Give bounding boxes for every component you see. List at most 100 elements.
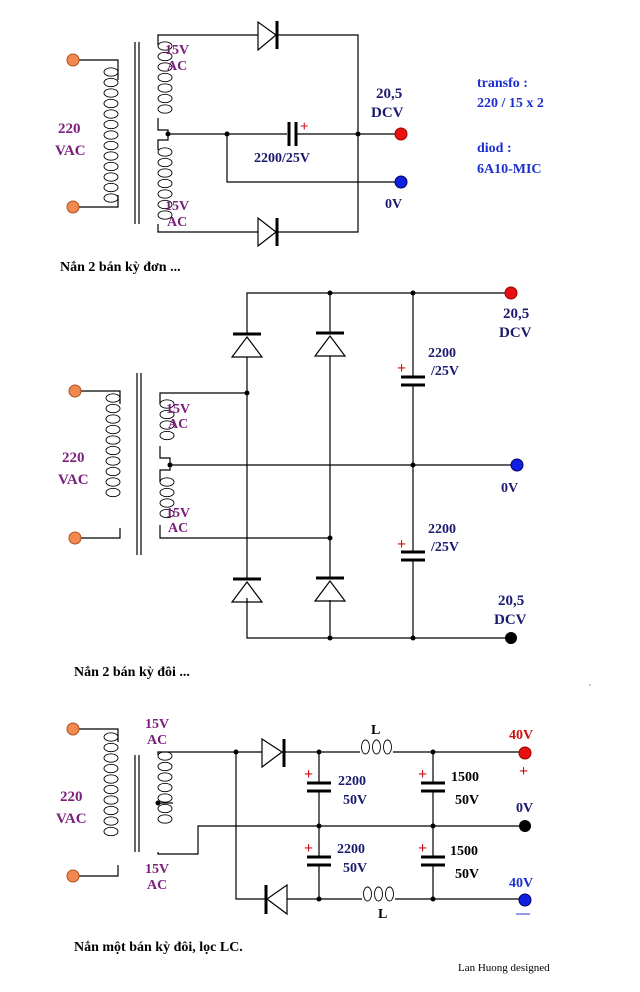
coil-turn: [103, 774, 119, 784]
coil-turn: [103, 732, 119, 742]
coil-turn: [157, 178, 173, 189]
output-terminal-negative[interactable]: [505, 632, 517, 644]
coil-turn: [157, 41, 173, 51]
junction-dot: [167, 462, 173, 468]
diode-d4-icon: [313, 580, 347, 602]
capacitor-top-value: 2200: [428, 346, 456, 361]
diode-value: 6A10-MIC: [477, 162, 542, 177]
circuit-3: 220 VAC 15V AC 15V AC L L + 2200 50V + 2…: [56, 717, 533, 955]
coil-turn: [103, 742, 119, 753]
wire: [75, 528, 121, 539]
output-positive-label: 40V: [509, 728, 533, 743]
output-positive-unit: DCV: [499, 325, 532, 341]
wire: [157, 751, 262, 755]
coil-turn: [103, 77, 119, 88]
junction-dot: [316, 896, 322, 902]
capacitor-top-plus-sign: +: [397, 360, 406, 377]
output-terminal-positive[interactable]: [394, 127, 408, 141]
credit-text: Lan Huong designed: [458, 962, 550, 974]
coil-turn: [103, 763, 119, 774]
output-negative-value: 20,5: [498, 593, 524, 609]
secondary-bottom-voltage: 15V: [166, 506, 190, 521]
junction-dot: [316, 823, 322, 829]
coil-turn: [105, 456, 121, 466]
input-terminal-bottom[interactable]: [66, 869, 80, 883]
coil-turn: [157, 72, 173, 83]
inductor-turn: [361, 739, 370, 755]
output-negative-unit: DCV: [494, 612, 527, 628]
wire: [73, 865, 119, 877]
secondary-top-voltage: 15V: [165, 43, 189, 58]
secondary-top-voltage: 15V: [145, 717, 169, 732]
coil-turn: [103, 88, 119, 98]
coil-turn: [157, 157, 173, 168]
inductor-turn: [385, 886, 394, 902]
coil-turn: [105, 487, 121, 498]
ground-label: 0V: [516, 801, 533, 816]
inductor-top-icon: [361, 739, 392, 755]
secondary-top-unit: AC: [168, 417, 188, 432]
coil-turn: [103, 161, 119, 172]
diode-top-icon: [257, 20, 277, 52]
input-terminal-bottom[interactable]: [66, 200, 80, 214]
wire: [157, 34, 258, 45]
circuit-1-title: Nắn 2 bán kỳ đơn ...: [60, 260, 181, 275]
transfo-label: transfo :: [477, 76, 528, 91]
secondary-top-unit: AC: [167, 59, 187, 74]
output-voltage-value: 20,5: [376, 86, 402, 102]
coil-turn: [157, 168, 173, 178]
diode-d3-icon: [230, 581, 264, 603]
output-terminal-ground[interactable]: [510, 458, 524, 472]
coil-turn: [159, 430, 175, 441]
coil-turn: [159, 409, 175, 420]
coil-turn: [103, 119, 119, 130]
circuit-2-title: Nắn 2 bán kỳ đôi ...: [74, 665, 190, 680]
capacitor-plus-sign: +: [300, 119, 309, 135]
output-terminal-positive[interactable]: [504, 286, 518, 300]
wire: [75, 390, 121, 404]
inductor-turn: [383, 739, 392, 755]
capacitor-c1-rating: 50V: [343, 793, 367, 808]
input-terminal-top[interactable]: [66, 53, 80, 67]
output-negative-label: 40V: [509, 876, 533, 891]
output-terminal-negative[interactable]: [518, 893, 532, 907]
coil-turn: [157, 189, 173, 199]
coil-turn: [103, 816, 119, 826]
inductor-top-label: L: [371, 723, 380, 738]
input-terminal-bottom[interactable]: [68, 531, 82, 545]
junction-dot: [244, 390, 250, 396]
coil-turn: [105, 445, 121, 456]
coil-turn: [103, 172, 119, 182]
coil-turn: [157, 761, 173, 772]
coil-turn: [105, 414, 121, 424]
transfo-value: 220 / 15 x 2: [477, 96, 544, 111]
output-negative-sign: —: [515, 906, 531, 921]
secondary-bottom-unit: AC: [167, 215, 187, 230]
secondary-bottom-voltage: 15V: [165, 199, 189, 214]
secondary-winding-top-icon: [157, 41, 173, 114]
output-positive-value: 20,5: [503, 306, 529, 322]
inductor-turn: [372, 739, 381, 755]
capacitor-c4-plus-sign: +: [418, 840, 427, 857]
input-terminal-top[interactable]: [68, 384, 82, 398]
coil-turn: [157, 51, 173, 62]
diode-bottom-icon: [257, 216, 277, 248]
primary-voltage-label: 220: [58, 121, 81, 137]
output-positive-sign: +: [519, 763, 528, 780]
coil-turn: [103, 67, 119, 77]
output-terminal-ground[interactable]: [519, 820, 531, 832]
ground-label: 0V: [385, 197, 402, 212]
stray-dot: [589, 684, 591, 686]
capacitor-c4-rating: 50V: [455, 867, 479, 882]
output-terminal-positive[interactable]: [518, 746, 532, 760]
secondary-winding-icon: [157, 751, 173, 824]
coil-turn: [157, 772, 173, 782]
diode-d2-icon: [313, 335, 347, 357]
input-terminal-top[interactable]: [66, 722, 80, 736]
inductor-bottom-label: L: [378, 907, 387, 922]
primary-voltage-unit: VAC: [55, 143, 86, 159]
capacitor-c2-value: 2200: [337, 842, 365, 857]
output-terminal-ground[interactable]: [394, 175, 408, 189]
